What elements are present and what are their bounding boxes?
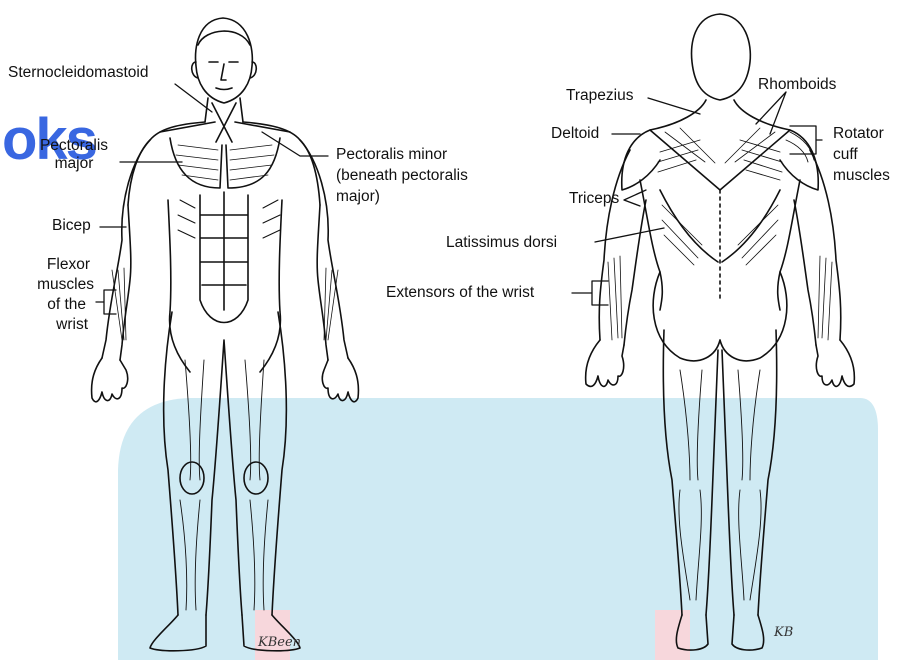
- label-pectoralis-minor-line1: Pectoralis minor: [336, 146, 447, 164]
- label-flexor-line4: wrist: [10, 316, 88, 334]
- label-pectoralis-major-line2: major: [28, 155, 120, 173]
- leader-extensors: [572, 281, 608, 305]
- back-right-hand: [816, 340, 854, 386]
- leader-trapezius: [648, 98, 700, 114]
- back-left-hand: [586, 340, 624, 386]
- background-stripe-right: [655, 610, 690, 660]
- label-rotator-line2: cuff: [833, 146, 858, 164]
- label-flexor-line1: Flexor: [10, 256, 90, 274]
- back-left-forearm-fibers: [608, 256, 622, 340]
- label-pectoralis-minor-line3: major): [336, 188, 380, 206]
- label-rotator-line3: muscles: [833, 167, 890, 185]
- label-pectoralis-major-line1: Pectoralis: [28, 137, 120, 155]
- label-sternocleidomastoid: Sternocleidomastoid: [8, 64, 148, 82]
- back-glutes: [653, 272, 787, 361]
- artist-signature-front: KBeen: [258, 635, 301, 650]
- label-extensors-of-the-wrist: Extensors of the wrist: [386, 284, 534, 302]
- artist-signature-back: KB: [774, 625, 793, 640]
- label-flexor-line3: of the: [10, 296, 86, 314]
- front-obliques: [178, 200, 280, 238]
- label-rhomboids: Rhomboids: [758, 76, 836, 94]
- leader-rotator-bracket: [790, 126, 822, 154]
- label-triceps: Triceps: [569, 190, 619, 208]
- front-abdominals: [200, 192, 248, 323]
- back-rhomboids: [658, 140, 782, 180]
- front-left-hand: [92, 358, 128, 402]
- back-head: [692, 14, 751, 100]
- front-pectorals: [170, 138, 280, 188]
- front-right-hand: [322, 358, 358, 402]
- front-nose-mouth: [216, 64, 232, 90]
- front-neck: [205, 98, 243, 142]
- front-pec-fibers: [176, 145, 274, 180]
- label-deltoid: Deltoid: [551, 125, 599, 143]
- label-pectoralis-minor-line2: (beneath pectoralis: [336, 167, 468, 185]
- label-flexor-line2: muscles: [10, 276, 94, 294]
- label-latissimus-dorsi: Latissimus dorsi: [446, 234, 557, 252]
- back-right-forearm-fibers: [818, 256, 832, 340]
- label-rotator-line1: Rotator: [833, 125, 884, 143]
- front-right-forearm-fibers: [324, 268, 338, 340]
- label-trapezius: Trapezius: [566, 87, 633, 105]
- back-deltoids: [622, 130, 819, 190]
- front-hair: [198, 31, 250, 45]
- back-left-arm: [599, 150, 646, 345]
- leader-sternocleidomastoid: [175, 84, 212, 112]
- label-bicep: Bicep: [52, 217, 91, 235]
